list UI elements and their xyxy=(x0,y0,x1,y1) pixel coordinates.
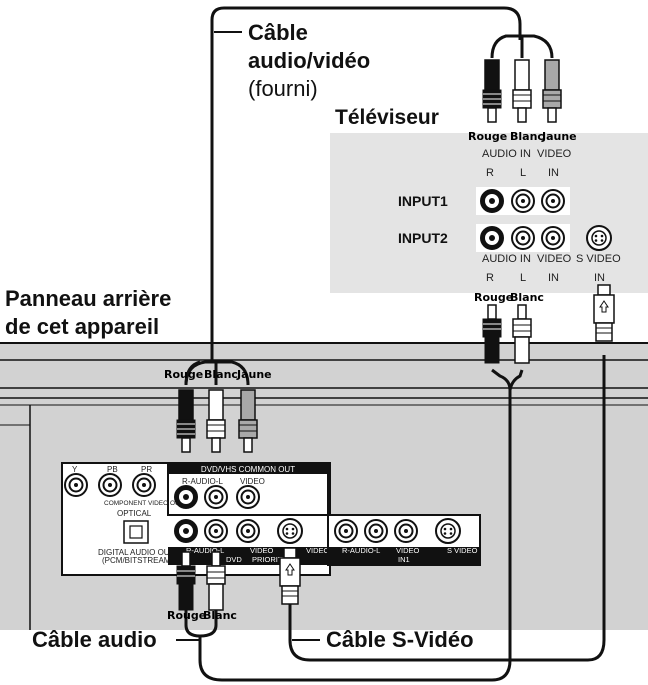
unit-pb-label: PB xyxy=(107,465,118,474)
unit-dvd-r-audio-l-label: R-AUDIO-L xyxy=(186,546,224,555)
tv-r-label-2: R xyxy=(486,272,494,284)
tv-input2-video-jack[interactable] xyxy=(541,226,565,250)
tv-video-label: VIDEO xyxy=(537,148,572,160)
tv-input1-audio-l-jack[interactable] xyxy=(511,189,535,213)
av-cable-label-line2: audio/vidéo xyxy=(248,48,370,73)
unit-audio-plug-label-rouge: Rouge xyxy=(167,609,206,622)
unit-dvd-video-jack[interactable] xyxy=(236,519,260,543)
tv-audio-plug-label-blanc: Blanc xyxy=(510,291,544,304)
svideo-cable-label: Câble S-Vidéo xyxy=(326,627,474,652)
tv-input2-audio-r-jack[interactable] xyxy=(480,226,504,250)
tv-r-label: R xyxy=(486,167,494,179)
svideo-cable-wire xyxy=(288,355,606,662)
av-cable-label-line3: (fourni) xyxy=(248,76,318,101)
unit-plug-label-jaune: Jaune xyxy=(236,368,272,381)
unit-in1-audio-l-jack[interactable] xyxy=(364,519,388,543)
tv-in-label-2: IN xyxy=(548,272,559,284)
unit-in1-label: IN1 xyxy=(398,555,410,564)
unit-pr-label: PR xyxy=(141,465,152,474)
tv-svideo-label: S VIDEO xyxy=(576,253,621,265)
unit-component-y-jack[interactable] xyxy=(64,473,88,497)
unit-common-audio-r-jack[interactable] xyxy=(174,485,198,509)
unit-common-video-label: VIDEO xyxy=(240,477,265,486)
unit-component-pr-jack[interactable] xyxy=(132,473,156,497)
unit-common-video-jack[interactable] xyxy=(236,485,260,509)
unit-dvd-svideo-jack[interactable] xyxy=(277,518,303,544)
unit-in1-svideo-jack[interactable] xyxy=(435,518,461,544)
audio-cable-label: Câble audio xyxy=(32,627,157,652)
tv-input1-video-jack[interactable] xyxy=(541,189,565,213)
unit-in1-svideo-label: S VIDEO xyxy=(447,546,478,555)
tv-input2-svideo-jack[interactable] xyxy=(586,225,612,251)
tv-input1-audio-r-jack[interactable] xyxy=(480,189,504,213)
tv-plug-label-rouge: Rouge xyxy=(468,130,507,143)
tv-in-label-3: IN xyxy=(594,272,605,284)
audio-plug-red-tv xyxy=(482,304,502,364)
av-plug-white-tv xyxy=(512,59,532,123)
unit-priority-label: PRIORITY xyxy=(252,555,287,564)
unit-dvd-video-label: VIDEO xyxy=(250,546,274,555)
unit-common-r-audio-l-label: R-AUDIO-L xyxy=(182,477,223,486)
tv-audio-in-label-2: AUDIO IN xyxy=(482,253,531,265)
unit-in1-audio-r-jack[interactable] xyxy=(334,519,358,543)
tv-video-label-2: VIDEO xyxy=(537,253,572,265)
av-plug-yellow-tv xyxy=(542,59,562,123)
av-cable-label-line1: Câble xyxy=(248,20,308,45)
tv-l-label-2: L xyxy=(520,272,526,284)
unit-in1-video-label: VIDEO xyxy=(396,546,420,555)
tv-title: Téléviseur xyxy=(335,106,439,129)
unit-dvd-audio-l-jack[interactable] xyxy=(204,519,228,543)
unit-digital-out-label: DIGITAL AUDIO OUT xyxy=(98,548,175,557)
tv-input2-label: INPUT2 xyxy=(398,230,448,246)
unit-plug-label-blanc: Blanc xyxy=(204,368,238,381)
tv-audio-plug-label-rouge: Rouge xyxy=(474,291,513,304)
unit-digital-out-sub-label: (PCM/BITSTREAM) xyxy=(102,556,173,565)
av-plug-red-tv xyxy=(482,59,502,123)
unit-dvd-svideo-label: VIDEO xyxy=(306,546,330,555)
tv-audio-in-label: AUDIO IN xyxy=(482,148,531,160)
unit-optical-label: OPTICAL xyxy=(117,509,152,518)
tv-plug-label-blanc: Blanc xyxy=(510,130,544,143)
unit-plug-label-rouge: Rouge xyxy=(164,368,203,381)
unit-audio-plug-label-blanc: Blanc xyxy=(203,609,237,622)
tv-input2-audio-l-jack[interactable] xyxy=(511,226,535,250)
unit-in1-video-jack[interactable] xyxy=(394,519,418,543)
unit-common-audio-l-jack[interactable] xyxy=(204,485,228,509)
audio-cable-wire xyxy=(184,368,512,682)
rear-panel-label-line2: de cet appareil xyxy=(5,314,159,339)
unit-common-out-label: DVD/VHS COMMON OUT xyxy=(201,465,295,474)
tv-input1-label: INPUT1 xyxy=(398,193,448,209)
unit-y-label: Y xyxy=(72,465,78,474)
unit-component-pb-jack[interactable] xyxy=(98,473,122,497)
tv-in-label: IN xyxy=(548,167,559,179)
tv-plug-label-jaune: Jaune xyxy=(541,130,577,143)
audio-plug-white-tv xyxy=(512,304,532,364)
svideo-plug-tv xyxy=(593,284,615,342)
unit-in1-r-audio-l-label: R-AUDIO-L xyxy=(342,546,380,555)
tv-l-label: L xyxy=(520,167,526,179)
rear-panel-label-line1: Panneau arrière xyxy=(5,286,171,311)
unit-dvd-audio-r-jack[interactable] xyxy=(174,519,198,543)
unit-dvd-label: DVD xyxy=(226,555,242,564)
unit-component-out-label: COMPONENT VIDEO OUT xyxy=(104,500,184,507)
